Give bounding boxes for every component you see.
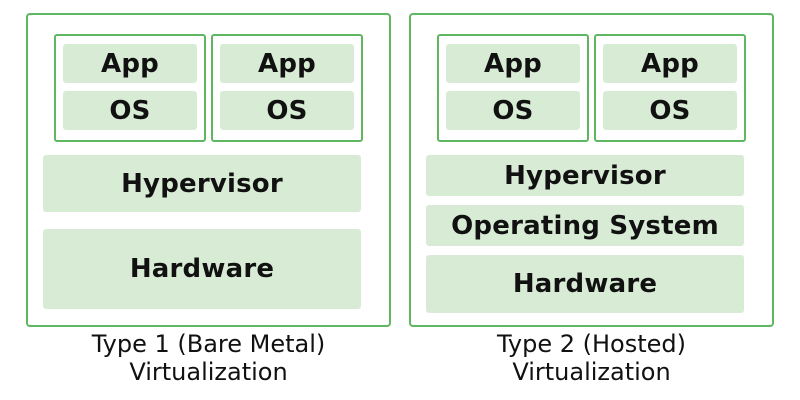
type2-vm-1-app: App [446,44,580,83]
type1-vm-1-os: OS [63,91,197,130]
type2-vm-1-os: OS [446,91,580,130]
type1-caption-line2: Virtualization [129,358,288,386]
type1-hypervisor: Hypervisor [43,155,361,212]
type2-operating-system: Operating System [426,205,744,246]
type2-caption-line1: Type 2 (Hosted) [496,330,687,358]
type2-caption: Type 2 (Hosted) Virtualization [409,330,774,386]
type1-vm-2-os: OS [220,91,354,130]
type1-hardware: Hardware [43,229,361,309]
type1-caption-line1: Type 1 (Bare Metal) [91,330,326,358]
type1-caption: Type 1 (Bare Metal) Virtualization [26,330,391,386]
type2-hypervisor: Hypervisor [426,155,744,196]
type2-vm-2-os: OS [603,91,737,130]
type2-hardware: Hardware [426,255,744,313]
type1-vm-1-app: App [63,44,197,83]
type1-vm-2-app: App [220,44,354,83]
type2-caption-line2: Virtualization [512,358,671,386]
type2-vm-2-app: App [603,44,737,83]
